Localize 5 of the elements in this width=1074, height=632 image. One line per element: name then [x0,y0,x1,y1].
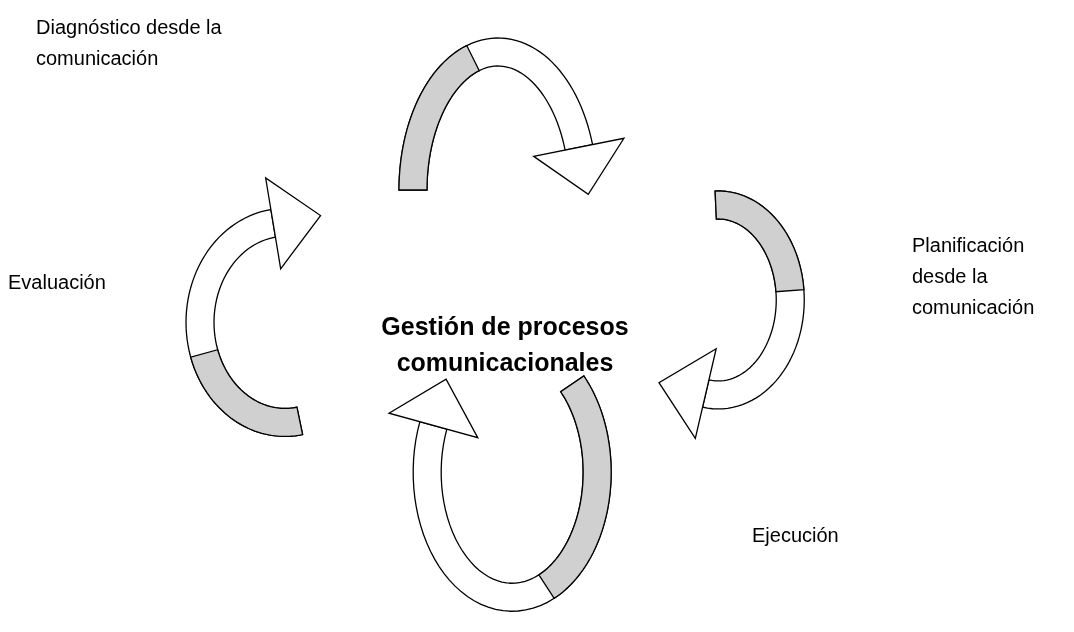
stage-label: Planificación desde la comunicación [912,233,1036,320]
stage-label: Ejecución [752,523,840,548]
stage-label: Evaluación [8,270,107,295]
stage-label: Diagnóstico desde la comunicación [36,15,223,71]
center-title: Gestión de procesos comunicacionales [380,311,630,378]
